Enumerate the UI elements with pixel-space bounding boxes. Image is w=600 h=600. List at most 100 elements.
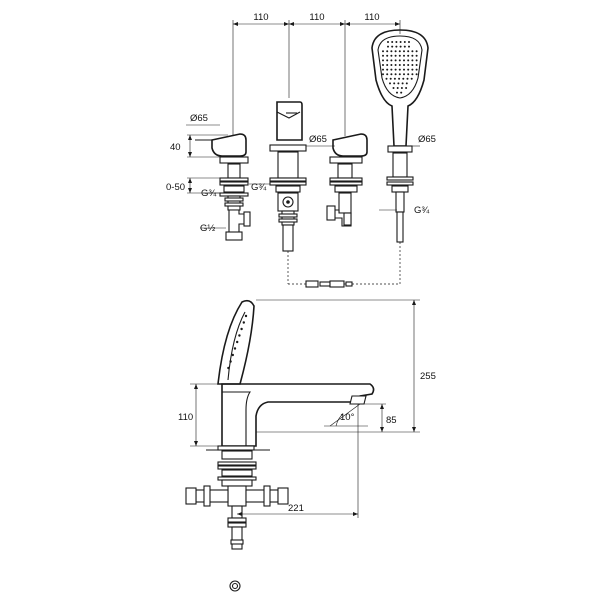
spout-thread-label: G¾ — [251, 182, 267, 193]
nozzle-dot — [411, 59, 414, 62]
nozzle-dot — [405, 87, 408, 89]
side-nozzle-dot — [242, 321, 245, 324]
nozzle-dot — [390, 73, 393, 76]
side-nozzle-dot — [236, 340, 239, 344]
nozzle-dot — [407, 64, 410, 66]
nozzle-dot — [398, 59, 401, 62]
spacing-dimension: 110 110 110 — [232, 12, 401, 136]
nozzle-dot — [394, 64, 397, 66]
nozzle-dot — [407, 68, 410, 71]
nozzle-dot — [389, 77, 392, 80]
nozzle-dot — [415, 50, 418, 53]
nozzle-dot — [396, 91, 398, 94]
nozzle-dot — [403, 59, 405, 62]
hand-shower-top-view: Ø65 G¾ — [371, 29, 436, 243]
deck-thickness-label: 0-50 — [166, 182, 185, 193]
nozzle-dot — [394, 68, 397, 71]
nozzle-dot — [415, 59, 418, 62]
nozzle-dot — [386, 59, 389, 62]
side-nozzle-dot — [231, 353, 234, 357]
nozzle-dot — [387, 45, 389, 48]
nozzle-dot — [386, 68, 389, 71]
nozzle-dot — [407, 50, 410, 53]
nozzle-dot — [399, 41, 402, 43]
nozzle-dot — [403, 45, 406, 48]
nozzle-dot — [401, 82, 404, 85]
nozzle-dot — [406, 77, 409, 80]
nozzle-dot — [386, 50, 389, 53]
nozzle-dot — [390, 50, 393, 53]
nozzle-dot — [400, 91, 403, 94]
nozzle-dot — [403, 64, 405, 66]
nozzle-dot — [390, 68, 393, 71]
nozzle-dot — [396, 87, 399, 89]
nozzle-dot — [398, 73, 401, 76]
outlet-height-label: 85 — [386, 415, 397, 426]
nozzle-dot — [411, 73, 414, 76]
nozzle-dot — [394, 54, 397, 57]
nozzle-dot — [397, 82, 400, 85]
reach-label: 221 — [288, 503, 304, 514]
nozzle-dot — [415, 64, 418, 66]
nozzle-dot — [389, 82, 391, 85]
nozzle-dot — [411, 50, 414, 53]
nozzle-dot — [398, 77, 401, 80]
nozzle-dot — [390, 54, 393, 57]
nozzle-dot — [387, 41, 389, 43]
nozzle-dot — [403, 73, 405, 76]
left-handle-valve: Ø65 40 0-50 G¾ G½ — [166, 113, 251, 241]
nozzle-dot — [391, 45, 394, 48]
nozzle-dot — [391, 41, 394, 43]
shower-hose — [287, 242, 401, 288]
nozzle-dot — [394, 73, 397, 76]
nozzle-dot — [385, 77, 388, 80]
spacing-label-2: 110 — [309, 12, 324, 23]
side-nozzle-dot — [229, 360, 232, 363]
nozzle-dot — [402, 77, 405, 80]
nozzle-dot — [398, 54, 401, 57]
shower-spray-nozzles — [382, 41, 418, 94]
nozzle-dot — [405, 82, 408, 85]
nozzle-dot — [403, 68, 405, 71]
inlet-thread-label: G½ — [200, 223, 215, 234]
nozzle-dot — [398, 64, 401, 66]
spacing-label-3: 110 — [364, 12, 379, 23]
nozzle-dot — [399, 45, 402, 48]
nozzle-dot — [390, 64, 393, 66]
left-thread-label: G¾ — [201, 188, 217, 199]
nozzle-dot — [398, 50, 401, 53]
nozzle-dot — [390, 59, 393, 62]
nozzle-dot — [394, 50, 397, 53]
nozzle-dot — [386, 54, 389, 57]
nozzle-dot — [407, 54, 410, 57]
nozzle-dot — [407, 59, 410, 62]
nozzle-dot — [415, 73, 418, 76]
nozzle-dot — [382, 59, 384, 62]
side-nozzles — [227, 314, 248, 370]
handle-height-label: 40 — [170, 142, 181, 153]
handshower-thread-label: G¾ — [414, 205, 430, 216]
side-nozzle-dot — [240, 327, 243, 331]
side-nozzle-dot — [238, 334, 241, 337]
nozzle-dot — [382, 54, 384, 57]
nozzle-dot — [382, 64, 384, 66]
right-handle-valve — [326, 133, 368, 227]
nozzle-dot — [407, 73, 410, 76]
nozzle-dot — [393, 77, 396, 80]
nozzle-dot — [395, 45, 398, 48]
nozzle-dot — [403, 41, 406, 43]
nozzle-dot — [382, 73, 384, 76]
side-nozzle-dot — [227, 366, 230, 370]
nozzle-dot — [408, 41, 410, 43]
nozzle-dot — [411, 68, 414, 71]
nozzle-dot — [411, 64, 414, 66]
nozzle-dot — [403, 50, 405, 53]
nozzle-dot — [408, 45, 410, 48]
handshower-diameter: Ø65 — [418, 134, 436, 145]
spout-top-view: Ø65 G¾ — [249, 101, 335, 252]
spacing-label-1: 110 — [253, 12, 268, 23]
left-handle-diameter: Ø65 — [190, 113, 208, 124]
nozzle-dot — [400, 87, 403, 89]
